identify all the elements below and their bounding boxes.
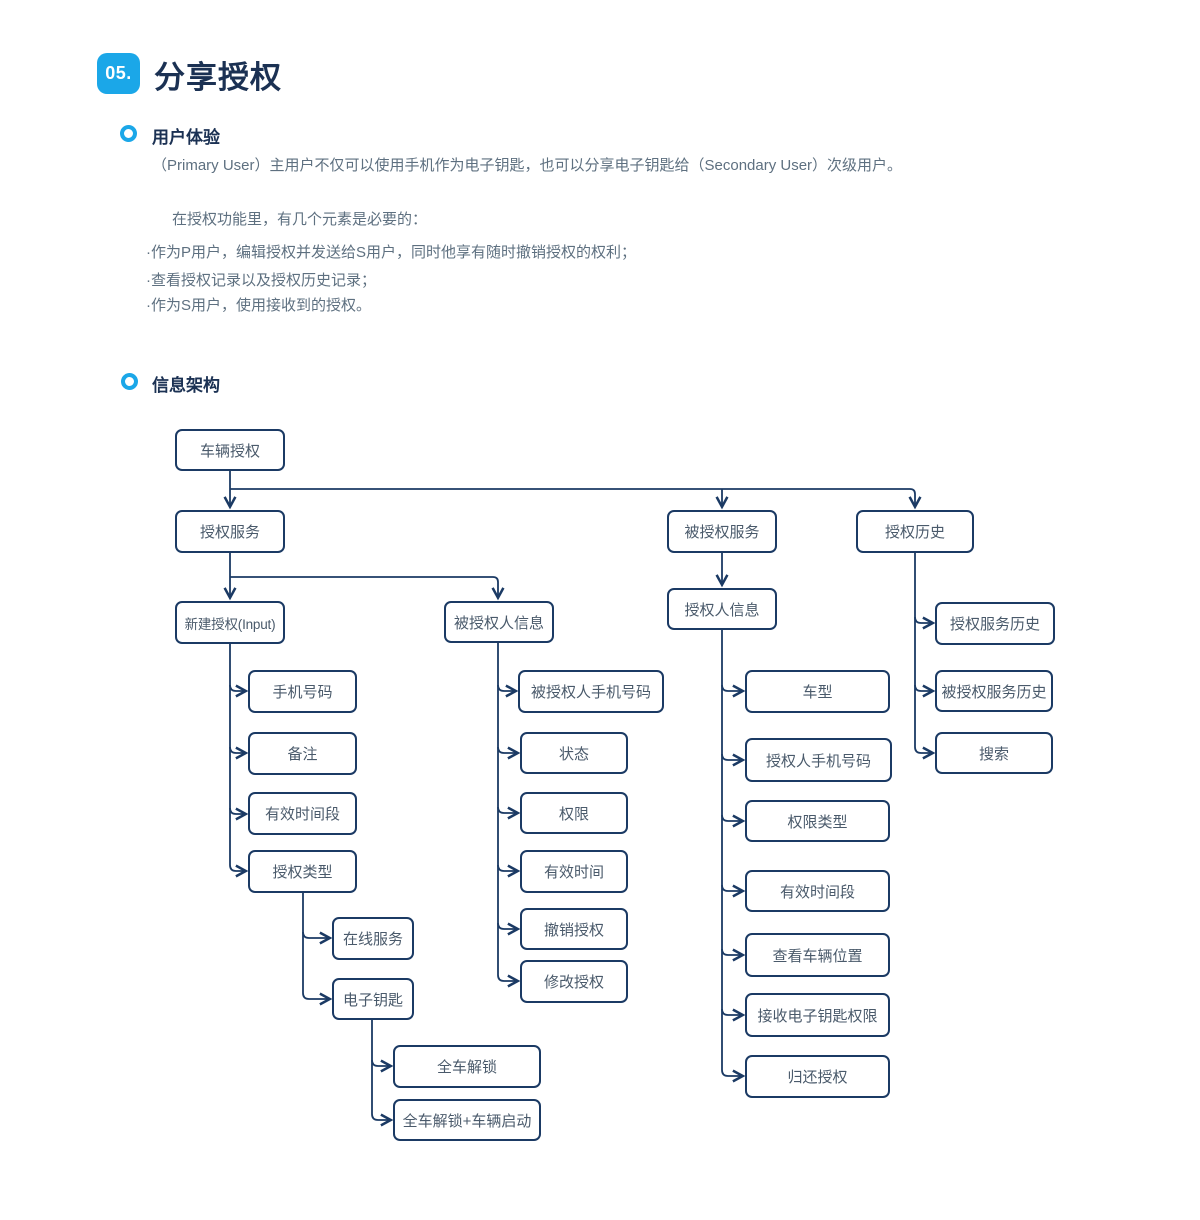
ux-bullet-3: ·作为S用户，使用接收到的授权。 — [146, 297, 372, 314]
node-phone-number: 手机号码 — [248, 670, 357, 713]
node-remark: 备注 — [248, 732, 357, 775]
section-heading-ux: 用户体验 — [152, 128, 220, 147]
node-return-authorization: 归还授权 — [745, 1055, 890, 1098]
node-electronic-key: 电子钥匙 — [332, 978, 414, 1020]
node-revoke-authorization: 撤销授权 — [520, 908, 628, 950]
node-new-authorization: 新建授权(Input) — [175, 601, 285, 644]
node-permission-type: 权限类型 — [745, 800, 890, 842]
node-receive-ekey-permission: 接收电子钥匙权限 — [745, 993, 890, 1037]
node-search: 搜索 — [935, 732, 1053, 774]
node-unlock-and-start: 全车解锁+车辆启动 — [393, 1099, 541, 1141]
ux-bullet-1: ·作为P用户，编辑授权并发送给S用户，同时他享有随时撤销授权的权利； — [146, 244, 637, 261]
node-authorization-history: 授权历史 — [856, 510, 974, 553]
node-authorized-service-history: 被授权服务历史 — [935, 670, 1053, 712]
node-authorization-service: 授权服务 — [175, 510, 285, 553]
node-grantee-phone-number: 被授权人手机号码 — [518, 670, 664, 713]
node-vehicle-authorization: 车辆授权 — [175, 429, 285, 471]
node-permission: 权限 — [520, 792, 628, 834]
node-authorized-service: 被授权服务 — [667, 510, 777, 553]
node-car-model: 车型 — [745, 670, 890, 713]
section-heading-ia: 信息架构 — [152, 376, 220, 395]
node-valid-time: 有效时间 — [520, 850, 628, 893]
section-bullet-icon — [121, 373, 138, 390]
ux-bullet-2: ·查看授权记录以及授权历史记录； — [146, 272, 376, 289]
ux-intro-text: （Primary User）主用户不仅可以使用手机作为电子钥匙，也可以分享电子钥… — [152, 157, 903, 174]
node-grantee-info: 被授权人信息 — [444, 601, 554, 643]
node-modify-authorization: 修改授权 — [520, 960, 628, 1003]
node-online-service: 在线服务 — [332, 917, 414, 960]
node-valid-period-2: 有效时间段 — [745, 870, 890, 912]
section-number-badge: 05. — [97, 53, 140, 94]
node-grantor-info: 授权人信息 — [667, 588, 777, 630]
node-status: 状态 — [520, 732, 628, 774]
page-title: 分享授权 — [154, 60, 282, 95]
node-view-vehicle-location: 查看车辆位置 — [745, 933, 890, 977]
node-authorization-type: 授权类型 — [248, 850, 357, 893]
ux-list-intro: 在授权功能里，有几个元素是必要的： — [172, 211, 428, 228]
node-grantor-phone-number: 授权人手机号码 — [745, 738, 892, 782]
node-authorization-service-history: 授权服务历史 — [935, 602, 1055, 645]
node-valid-period: 有效时间段 — [248, 792, 357, 835]
section-bullet-icon — [120, 125, 137, 142]
node-unlock-all: 全车解锁 — [393, 1045, 541, 1088]
